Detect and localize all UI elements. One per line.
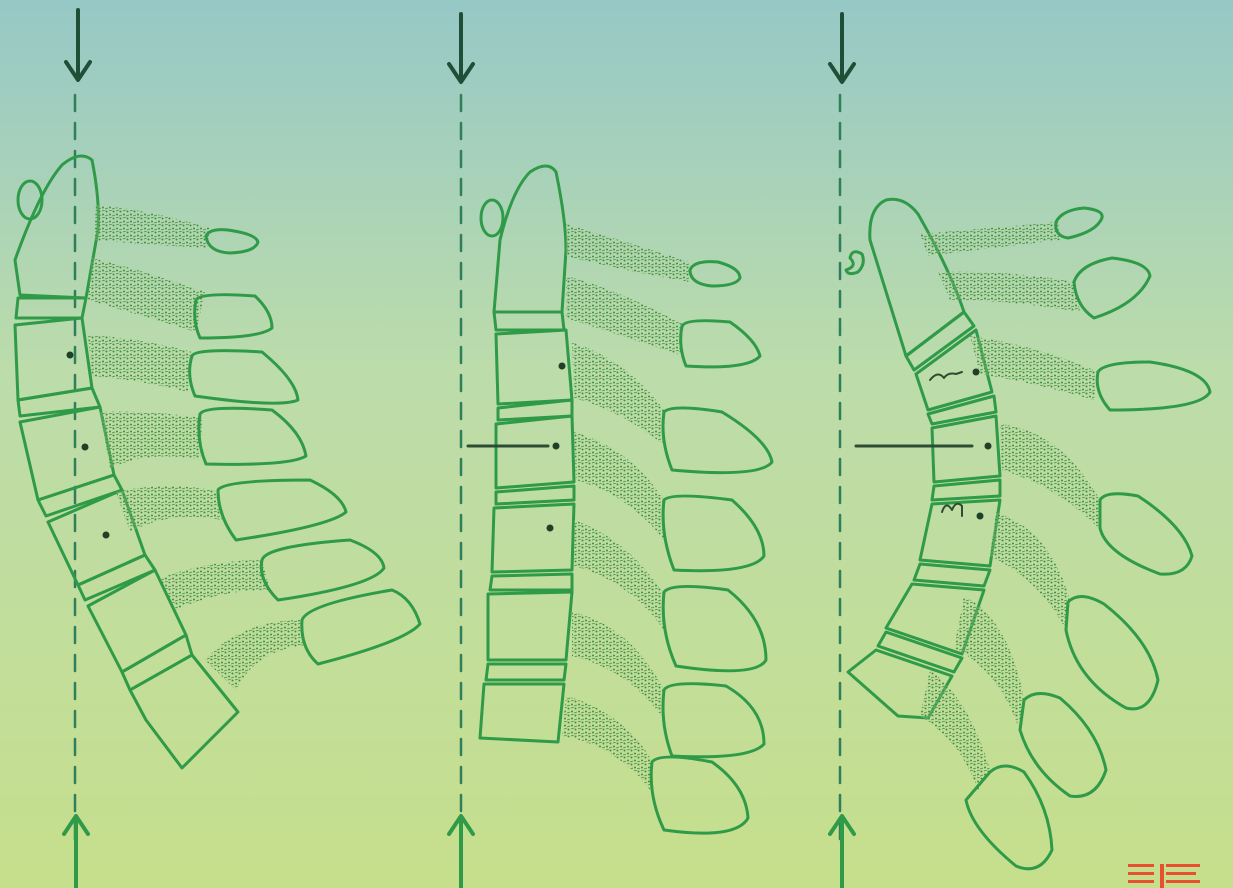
panel-2-dot [559,363,566,370]
panel-3-dot [977,513,984,520]
panel-3-dot [985,443,992,450]
panel-1-dot [67,352,74,359]
panel-1-dot [103,532,110,539]
panel-2-dot [547,525,554,532]
panel-3-dot [973,369,980,376]
panel-1-dot [82,444,89,451]
panel-2-dot [553,443,560,450]
